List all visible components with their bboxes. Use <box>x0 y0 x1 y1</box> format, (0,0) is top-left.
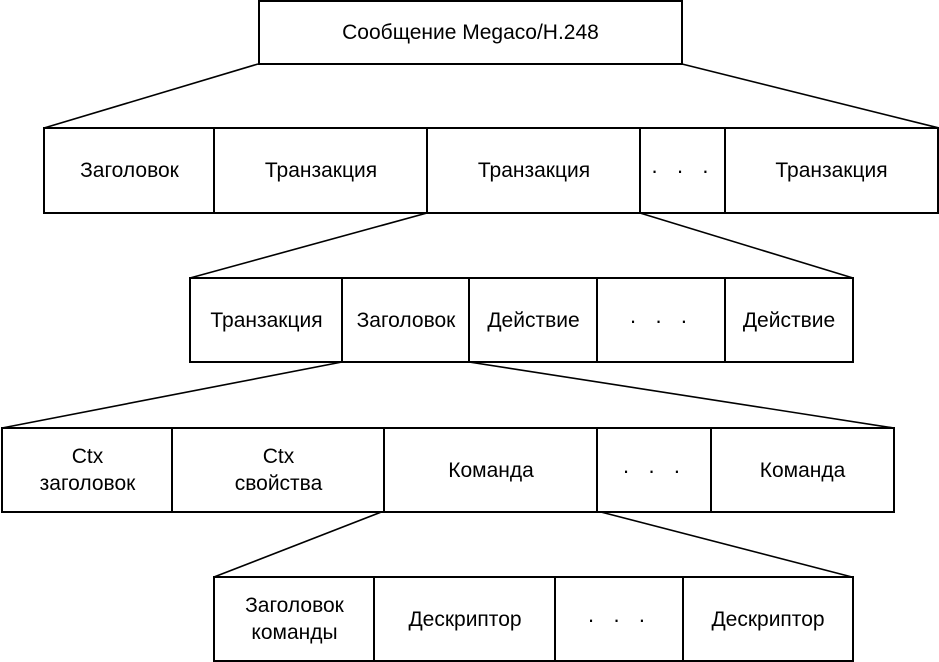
message-ellipsis-cell: · · · <box>639 127 727 214</box>
connector-transaction-left <box>1 361 343 429</box>
root-message-box: Сообщение Megaco/H.248 <box>258 0 683 65</box>
connector-message-right <box>639 212 854 279</box>
action-ellipsis-cell: · · · <box>596 427 713 513</box>
command-ellipsis-cell: · · · <box>554 576 685 662</box>
action-ctx-header-cell: Ctx заголовок <box>1 427 174 513</box>
connector-root-right <box>681 63 939 129</box>
transaction-label-cell: Транзакция <box>189 277 344 363</box>
transaction-header-cell: Заголовок <box>341 277 471 363</box>
connector-action-right <box>596 510 853 578</box>
command-header-cell: Заголовок команды <box>213 576 376 662</box>
transaction-action-cell-1: Действие <box>468 277 599 363</box>
connector-action-left <box>213 510 385 578</box>
connector-root-left <box>43 63 259 129</box>
transaction-action-cell-n: Действие <box>724 277 854 363</box>
message-header-cell: Заголовок <box>43 127 216 214</box>
command-descriptor-cell-n: Дескриптор <box>682 576 854 662</box>
connector-message-left <box>189 212 428 279</box>
connector-transaction-right <box>468 361 895 429</box>
action-command-cell-n: Команда <box>710 427 895 513</box>
command-descriptor-cell-1: Дескриптор <box>373 576 557 662</box>
message-transaction-cell-1: Транзакция <box>213 127 429 214</box>
action-command-cell-1: Команда <box>383 427 599 513</box>
message-transaction-cell-2: Транзакция <box>426 127 642 214</box>
action-ctx-properties-cell: Ctx свойства <box>171 427 386 513</box>
message-transaction-cell-n: Транзакция <box>724 127 939 214</box>
transaction-ellipsis-cell: · · · <box>596 277 727 363</box>
